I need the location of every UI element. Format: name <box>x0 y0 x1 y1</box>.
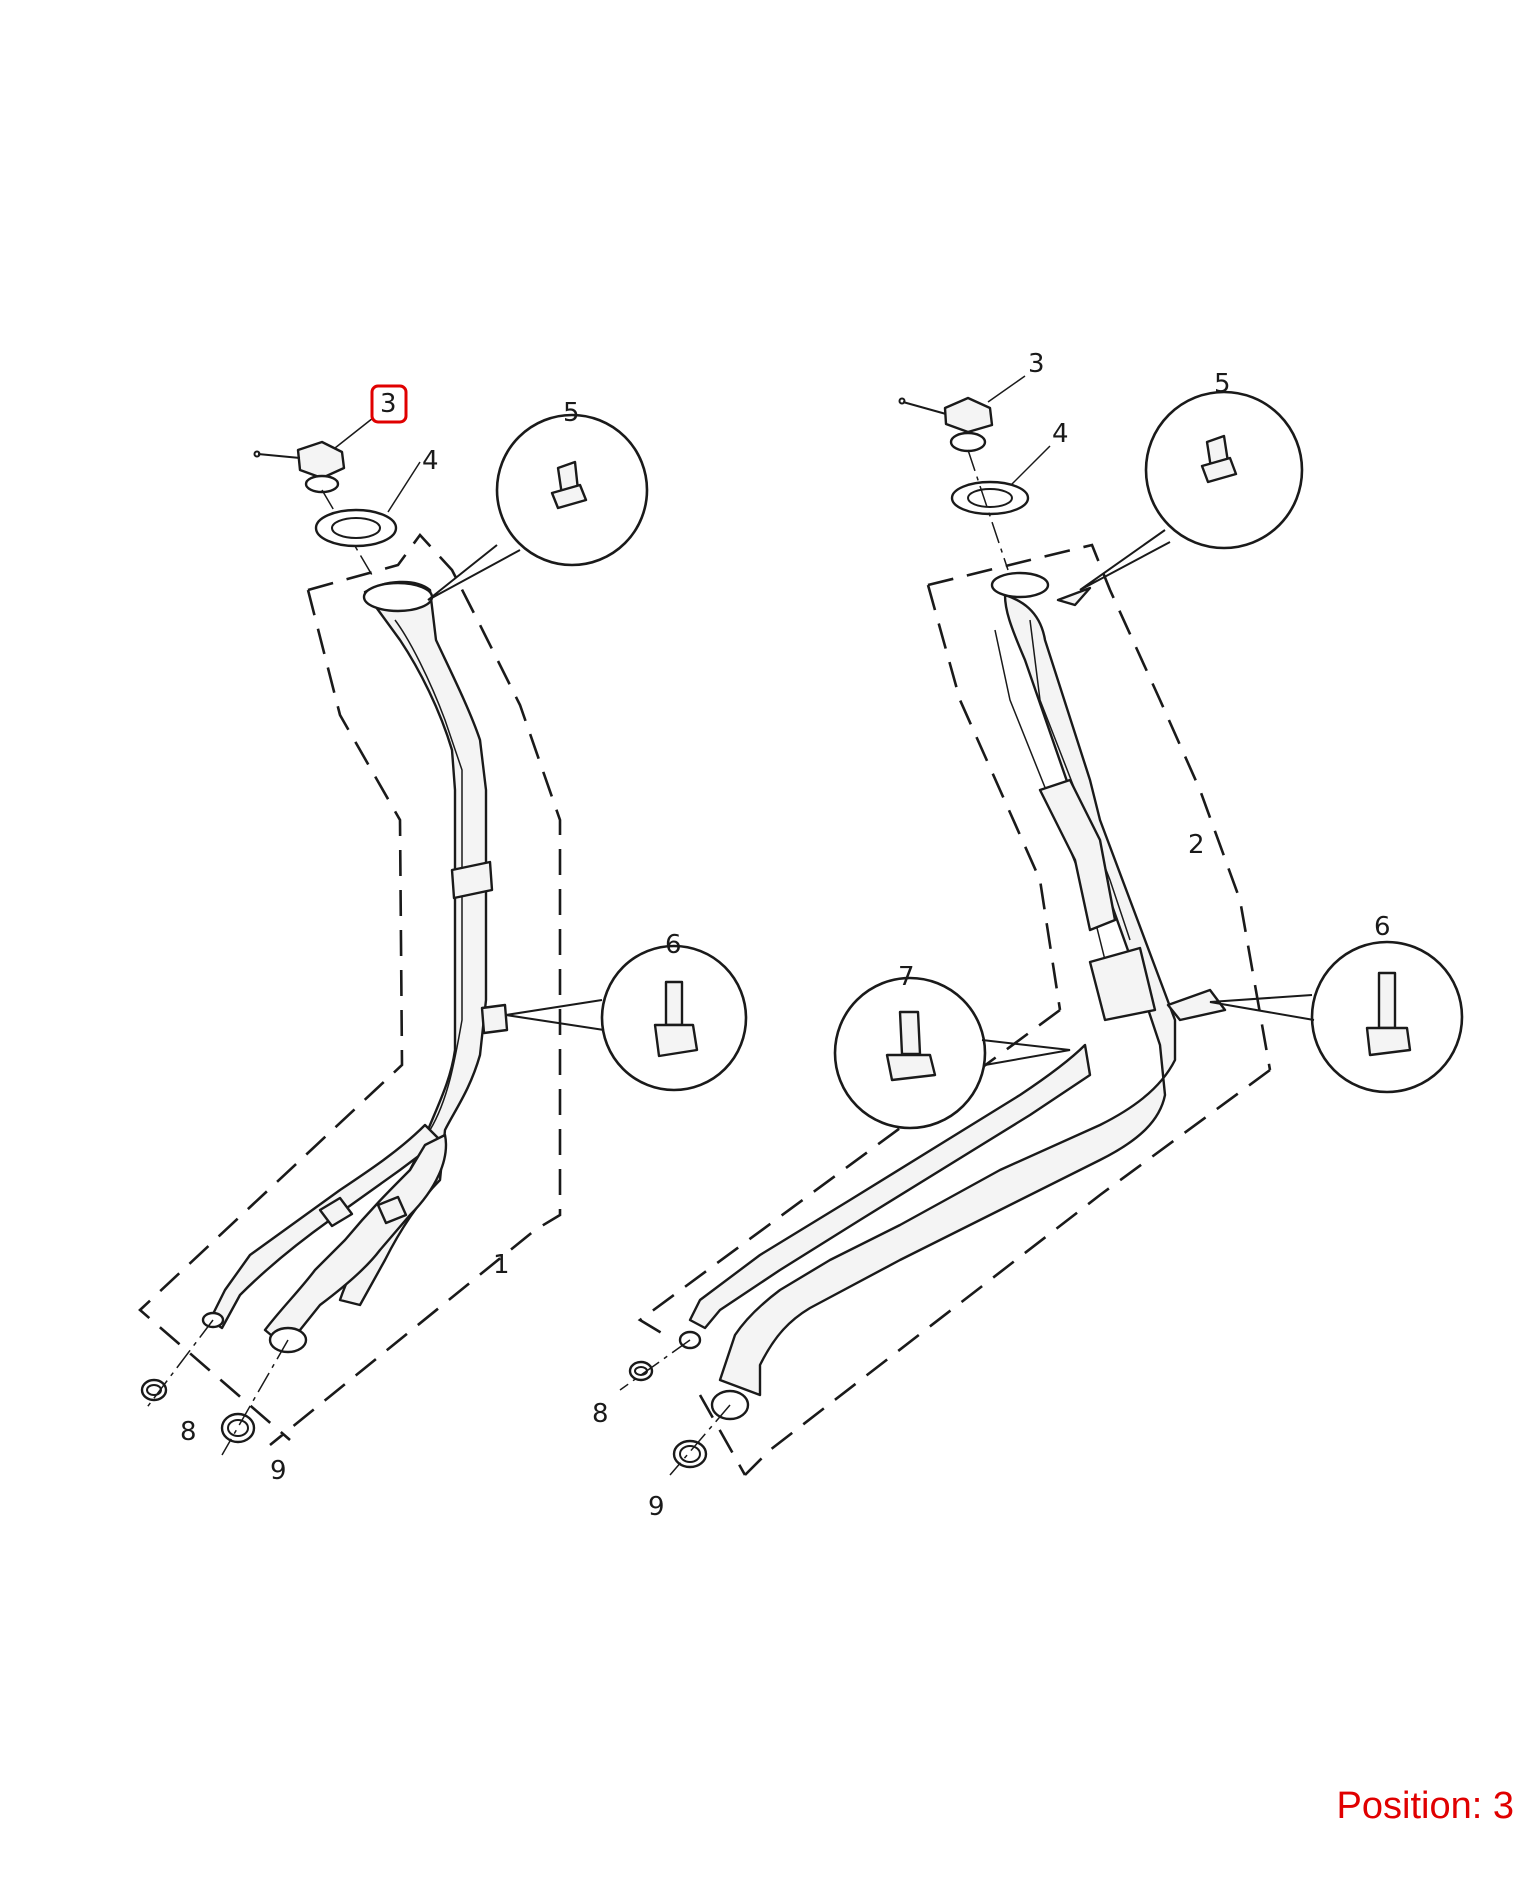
left-detail-bolt-5 <box>427 413 649 601</box>
right-detail-bolt-7 <box>833 976 1071 1130</box>
left-hose-clamp-b <box>376 1195 408 1225</box>
left-hose-clip-large <box>220 1412 256 1444</box>
left-callout-9: 9 <box>270 1456 287 1486</box>
right-assembly-boundary <box>637 543 1272 1476</box>
left-detail-stud-6 <box>505 944 748 1092</box>
left-hose-clip-small <box>140 1378 168 1402</box>
left-filler-cap <box>253 440 346 494</box>
right-callout-2: 2 <box>1188 830 1205 860</box>
left-filler-neck-tube <box>338 580 488 1307</box>
right-callout-5: 5 <box>1214 369 1231 399</box>
right-seal-ring <box>950 480 1030 516</box>
left-filler-mouth <box>362 581 434 613</box>
right-assembly: 2 3 4 5 6 7 8 9 <box>592 349 1464 1522</box>
left-assembly-boundary <box>138 532 562 1447</box>
right-leader-4 <box>1011 445 1051 485</box>
position-label: Position: 3 <box>1336 1785 1514 1827</box>
left-tube-clamp-band <box>450 860 494 900</box>
right-detail-bolt-5 <box>1079 390 1304 591</box>
right-upper-stub <box>1038 778 1117 932</box>
right-top-bracket <box>1056 586 1092 607</box>
right-clip-centerline-small <box>619 1339 691 1391</box>
right-filler-cap <box>898 396 994 453</box>
right-clip-centerline-large <box>669 1404 731 1476</box>
right-tube-clamp-band <box>1088 946 1157 1022</box>
left-callout-8: 8 <box>180 1417 197 1447</box>
highlight-box <box>370 384 408 424</box>
left-leader-3 <box>334 417 374 449</box>
right-callout-4: 4 <box>1052 419 1069 449</box>
left-seal-ring <box>314 508 398 548</box>
left-vent-line <box>394 619 463 1131</box>
right-hose-clip-large <box>672 1439 708 1469</box>
right-filler-mouth <box>990 571 1050 599</box>
left-callout-3: 3 <box>380 389 397 419</box>
left-callout-5: 5 <box>563 398 580 428</box>
left-hose-clamp-a <box>318 1196 354 1228</box>
left-leader-4 <box>387 461 421 513</box>
left-mounting-bracket <box>480 1003 509 1035</box>
left-clip-centerline-small <box>144 1319 214 1411</box>
right-mounting-bracket <box>1166 988 1227 1022</box>
right-callout-7: 7 <box>898 962 915 992</box>
left-clip-centerline-large <box>221 1339 289 1456</box>
right-detail-stud-6 <box>1209 940 1464 1094</box>
right-callout-8: 8 <box>592 1399 609 1429</box>
right-callout-6: 6 <box>1374 912 1391 942</box>
right-callout-3: 3 <box>1028 349 1045 379</box>
right-lower-hose-small <box>688 1043 1092 1330</box>
right-hose-clip-small <box>628 1360 654 1382</box>
left-lower-hose-small <box>208 1123 442 1330</box>
right-callout-9: 9 <box>648 1492 665 1522</box>
left-callout-4: 4 <box>422 446 439 476</box>
right-leader-3 <box>987 375 1026 403</box>
right-cap-centerline <box>967 449 1009 571</box>
left-callout-1: 1 <box>493 1250 510 1280</box>
left-callout-6: 6 <box>665 930 682 960</box>
left-assembly: 1 3 4 5 6 8 9 <box>138 384 748 1486</box>
